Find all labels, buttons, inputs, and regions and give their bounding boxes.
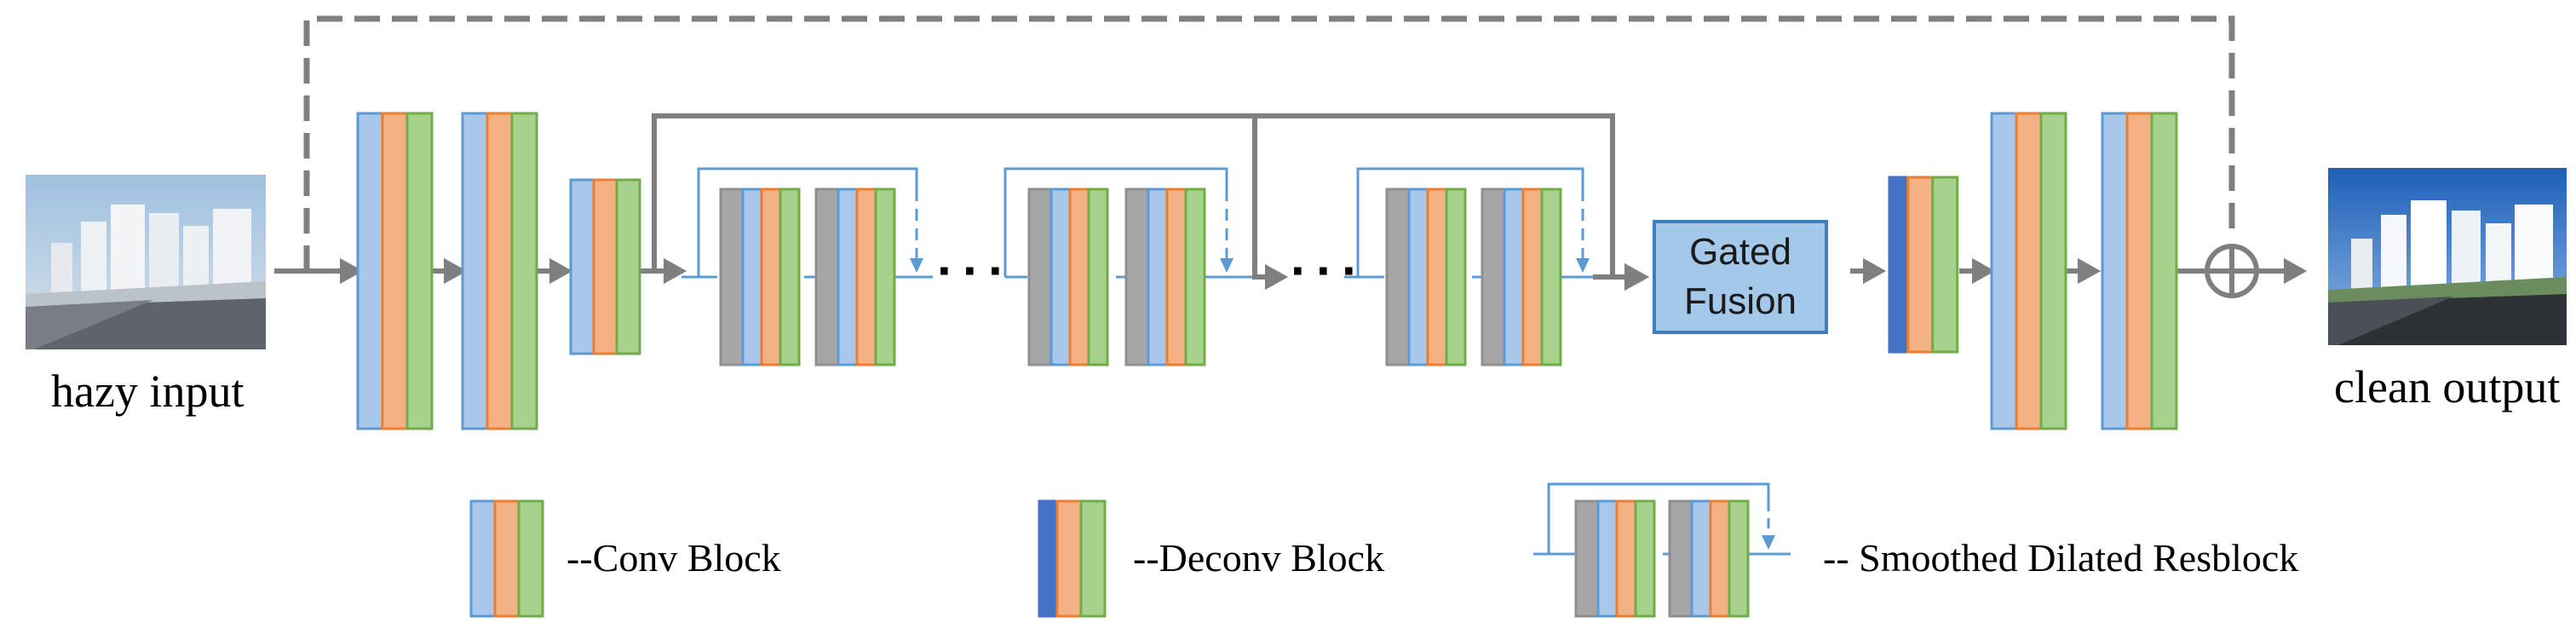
resblock-1-blue <box>741 187 763 366</box>
resblock-5-orange <box>1426 187 1448 366</box>
resblock-1-green <box>779 187 801 366</box>
resblock-2-blue <box>837 187 859 366</box>
conv-block-3-blue <box>569 178 595 355</box>
resblock-4-gray <box>1124 187 1150 366</box>
legend-deconv-icon-green <box>1079 499 1107 618</box>
hazy-input-image <box>26 175 266 349</box>
clean-output-label: clean output <box>2334 361 2561 412</box>
resblock-2-orange <box>855 187 877 366</box>
deconv-block-1-green <box>1931 176 1959 354</box>
resblock-6-blue <box>1503 187 1525 366</box>
clean-output-image <box>2328 168 2567 345</box>
elementwise-sum-symbol <box>2205 244 2259 298</box>
ellipsis-2: ··· <box>1291 242 1367 299</box>
hazy-input-label: hazy input <box>51 366 244 417</box>
conv-block-4-blue <box>1990 112 2018 430</box>
conv-block-4-orange <box>2015 112 2043 430</box>
legend-res-icon-b-blue <box>1690 499 1712 618</box>
resblock-3-orange <box>1068 187 1090 366</box>
gated-fusion-label-line2: Fusion <box>1683 280 1797 322</box>
resblock-skip-connections <box>681 167 1791 556</box>
resblock-1-gray <box>719 187 745 366</box>
resblock-2-gray <box>814 187 840 366</box>
legend-conv-icon-blue <box>469 499 497 618</box>
conv-block-1-blue <box>356 112 384 430</box>
legend-conv-label: --Conv Block <box>566 536 781 580</box>
resblock-6-gray <box>1481 187 1506 366</box>
resblock-1-orange <box>760 187 782 366</box>
legend-conv-icon-orange <box>493 499 520 618</box>
resblock-5-green <box>1445 187 1467 366</box>
legend-res-icon-a-blue <box>1596 499 1619 618</box>
deconv-block-1-darkblue <box>1888 176 1910 354</box>
resblock-5-gray <box>1385 187 1411 366</box>
legend-res-icon-b-green <box>1728 499 1750 618</box>
block-layer <box>356 112 2178 618</box>
resblock-5-blue <box>1407 187 1429 366</box>
conv-block-4-green <box>2039 112 2067 430</box>
resblock-3-gray <box>1027 187 1053 366</box>
legend-conv-icon-green <box>517 499 544 618</box>
legend-deconv-label: --Deconv Block <box>1133 536 1385 580</box>
conv-block-3-orange <box>592 178 618 355</box>
legend-res-icon-a-green <box>1634 499 1656 618</box>
conv-block-1-orange <box>381 112 409 430</box>
resblock-6-green <box>1540 187 1562 366</box>
deconv-block-1-orange <box>1906 176 1935 354</box>
conv-block-2-green <box>510 112 538 430</box>
conv-block-5-green <box>2150 112 2178 430</box>
legend-res-icon-a-gray <box>1574 499 1600 618</box>
resblock-4-blue <box>1147 187 1169 366</box>
resblock-6-orange <box>1521 187 1544 366</box>
conv-block-3-green <box>615 178 641 355</box>
resblock-4-green <box>1184 187 1206 366</box>
legend-resblock-label: -- Smoothed Dilated Resblock <box>1823 536 2299 580</box>
global-skip-connection <box>303 15 2235 271</box>
legend-deconv-icon-darkblue <box>1038 499 1059 618</box>
ellipsis-1: ··· <box>937 242 1014 299</box>
legend-res-icon-a-orange <box>1615 499 1637 618</box>
gated-fusion-label-line1: Gated <box>1689 231 1791 273</box>
resblock-3-green <box>1087 187 1109 366</box>
legend-res-icon-b-orange <box>1709 499 1731 618</box>
conv-block-5-blue <box>2101 112 2129 430</box>
conv-block-2-blue <box>461 112 489 430</box>
conv-block-1-green <box>405 112 434 430</box>
legend-deconv-icon-orange <box>1055 499 1083 618</box>
gated-fusion-block: Gated Fusion <box>1653 220 1828 334</box>
resblock-3-blue <box>1049 187 1072 366</box>
legend-res-icon-b-gray <box>1668 499 1693 618</box>
conv-block-2-orange <box>486 112 514 430</box>
conv-block-5-orange <box>2125 112 2153 430</box>
resblock-4-orange <box>1165 187 1187 366</box>
resblock-2-green <box>874 187 896 366</box>
fusion-feed-lines <box>652 113 1615 277</box>
main-flow-arrows <box>274 257 2308 291</box>
